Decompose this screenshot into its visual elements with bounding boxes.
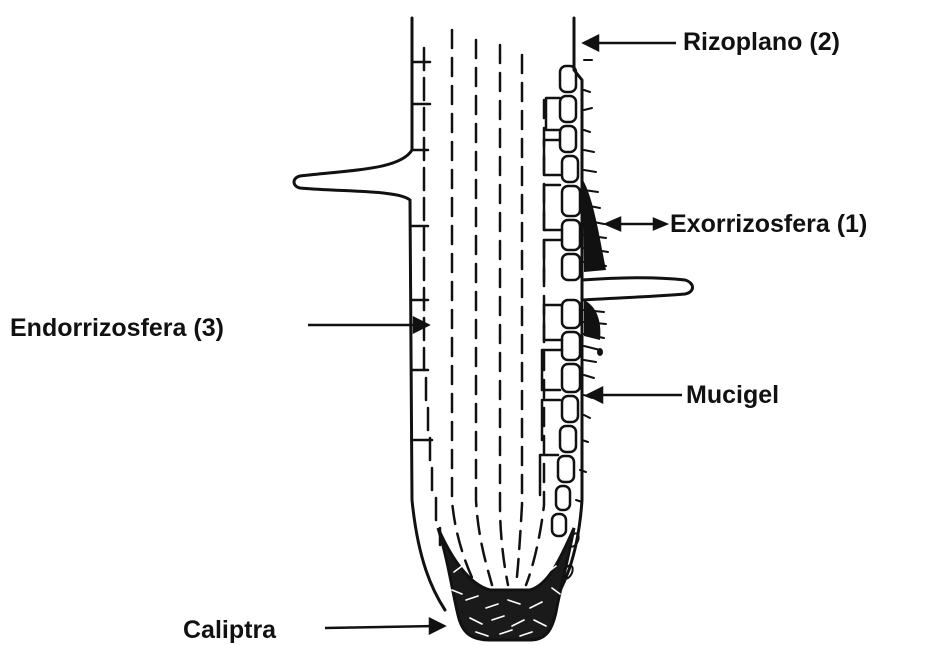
rizoplano-arrowhead: [584, 36, 598, 50]
right-root-hair: [582, 278, 693, 300]
label-caliptra: Caliptra: [183, 616, 277, 644]
right-epidermis-cells: [540, 66, 580, 536]
left-cortex-cells: [412, 48, 440, 545]
annotation-arrows: [308, 36, 682, 633]
caliptra-cap: [438, 528, 574, 640]
exorrizosfera-arrowhead-right: [654, 219, 666, 229]
mucigel-fill-upper: [583, 180, 606, 272]
root-left-wall: [294, 18, 445, 610]
mucigel-arrowhead: [588, 388, 602, 402]
caliptra-arrow: [325, 626, 436, 628]
label-mucigel: Mucigel: [686, 381, 779, 409]
label-exorrizosfera: Exorrizosfera (1): [670, 210, 867, 238]
exorrizosfera-arrowhead-left: [606, 218, 620, 230]
caliptra-arrowhead: [430, 619, 444, 633]
root-drawing: [294, 18, 693, 640]
vascular-lines: [452, 30, 544, 590]
label-rizoplano: Rizoplano (2): [683, 28, 840, 56]
endorrizosfera-arrowhead: [414, 318, 428, 332]
mucigel-fill-lower: [584, 300, 600, 340]
label-endorrizosfera: Endorrizosfera (3): [10, 314, 224, 342]
